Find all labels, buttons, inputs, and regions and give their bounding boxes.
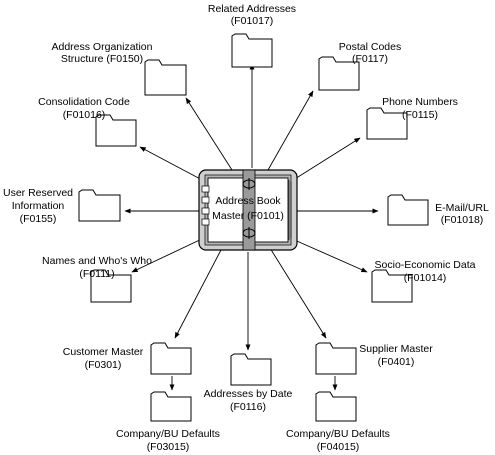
edge-phone	[289, 137, 361, 183]
label-user-2: Information	[12, 200, 65, 212]
edge-org	[185, 97, 233, 171]
folder-icon-customer	[150, 342, 192, 375]
labels: Related Addresses (F01017) Address Organ…	[3, 3, 489, 453]
folders	[78, 33, 429, 422]
label-consolidation-1: Consolidation Code	[38, 96, 130, 108]
label-email-1: E-Mail/URL	[435, 202, 489, 214]
label-names-1: Names and Who's Who	[42, 255, 152, 267]
folder-icon-org	[144, 59, 187, 96]
label-names-2: (F0111)	[79, 268, 114, 280]
label-consolidation-2: (F01016)	[63, 109, 106, 121]
label-postal-1: Postal Codes	[339, 41, 401, 53]
label-email-2: (F01018)	[441, 214, 484, 226]
folder-icon-user	[78, 189, 121, 222]
folder-icon-consolidation	[95, 114, 137, 147]
folder-icon-names	[90, 269, 132, 303]
label-user-3: (F0155)	[20, 213, 57, 225]
edge-names	[131, 236, 207, 273]
edge-customer	[174, 247, 223, 339]
binder-tab-4	[201, 218, 210, 226]
folder-icon-supplier	[315, 342, 357, 375]
label-bydate-1: Addresses by Date	[204, 388, 293, 400]
label-supp-bu-1: Company/BU Defaults	[286, 428, 390, 440]
edge-consolidation	[139, 146, 207, 183]
label-user-1: User Reserved	[3, 187, 73, 199]
folder-icon-cust-bu	[150, 391, 192, 422]
label-related-1: Related Addresses	[208, 3, 296, 15]
label-socio-1: Socio-Economic Data	[375, 259, 476, 271]
edge-socio	[289, 237, 368, 273]
label-phone-2: (F0115)	[402, 109, 438, 121]
label-supplier-2: (F0401)	[378, 356, 415, 368]
edge-supplier	[269, 247, 327, 339]
folder-icon-related	[231, 33, 273, 68]
folder-icon-email	[387, 194, 429, 226]
label-bydate-2: (F0116)	[230, 401, 266, 413]
center-line1: Address Book	[215, 195, 281, 207]
edges	[124, 63, 379, 391]
address-book-binder: Address Book Master (F0101)	[198, 169, 298, 251]
binder-tab-3	[201, 207, 210, 215]
label-customer-1: Customer Master	[63, 346, 144, 358]
label-socio-2: (F01014)	[404, 272, 447, 284]
binder-tab-2	[201, 196, 210, 204]
label-customer-2: (F0301)	[85, 359, 122, 371]
label-cust-bu-2: (F03015)	[147, 441, 190, 453]
edge-postal	[267, 90, 314, 171]
folder-icon-supp-bu	[315, 391, 357, 422]
binder-tab-1	[201, 185, 210, 193]
label-org-1: Address Organization	[52, 41, 153, 53]
label-postal-2: (F0117)	[352, 53, 388, 65]
label-supplier-1: Supplier Master	[359, 343, 433, 355]
folder-icon-bydate	[230, 353, 272, 386]
folder-icon-phone	[366, 107, 408, 140]
label-supp-bu-2: (F04015)	[317, 441, 360, 453]
label-related-2: (F01017)	[231, 15, 274, 27]
label-phone-1: Phone Numbers	[382, 96, 458, 108]
binder-ring-top	[242, 178, 256, 190]
center-line2: Master (F0101)	[212, 210, 284, 222]
binder-ring-bottom	[242, 227, 256, 239]
folder-icon-postal	[318, 56, 360, 91]
label-org-2: Structure (F0150)	[61, 53, 143, 65]
folder-icon-socio	[371, 269, 413, 303]
label-cust-bu-1: Company/BU Defaults	[116, 428, 220, 440]
